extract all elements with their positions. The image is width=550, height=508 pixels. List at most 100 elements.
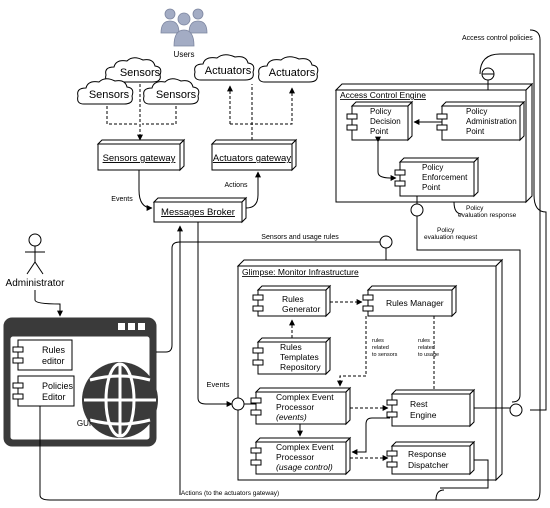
pap-line3: Point <box>466 127 485 136</box>
users-icon <box>160 8 208 47</box>
rules-generator-line2: Generator <box>282 304 320 314</box>
rules-sensors-l3: to sensors <box>372 352 398 358</box>
response-dispatcher-component: Response Dispatcher <box>386 440 476 476</box>
broker-to-cep-edge <box>197 222 233 407</box>
rules-editor-component: Rules editor <box>12 339 73 371</box>
policies-line <box>479 53 547 411</box>
rules-sensors-l2: related <box>372 345 389 351</box>
pep-line2: Enforcement <box>422 173 468 182</box>
actuators-dashed-links <box>227 84 295 140</box>
cep-events-line1: Complex Event <box>276 392 334 402</box>
sensors-usage-rules-line <box>156 241 380 353</box>
response-dispatcher-line1: Response <box>408 449 447 459</box>
cep-events-line2: Processor <box>276 402 314 412</box>
events-gui-label: Events <box>207 380 230 389</box>
rules-manager-label: Rules Manager <box>386 298 444 308</box>
actuators-left-label: Actuators <box>205 65 252 77</box>
sensors-cloud-left: Sensors <box>77 78 134 105</box>
sensors-gateway-box: Sensors gateway <box>96 138 186 172</box>
policies-editor-line1: Policies <box>42 381 74 391</box>
pap-line2: Administration <box>466 117 517 126</box>
users-label: Users <box>174 50 195 59</box>
pdp-line3: Point <box>370 127 389 136</box>
actuators-gateway-label: Actuators gateway <box>213 153 291 164</box>
actuators-cloud-right: Actuators <box>258 56 319 83</box>
actuators-cloud-left: Actuators <box>194 54 255 81</box>
rules-editor-line1: Rules <box>42 345 66 355</box>
glimpse-title: Glimpse: Monitor Infrastructure <box>242 267 359 277</box>
eval-request-socket-icon <box>410 203 424 217</box>
rules-manager-component: Rules Manager <box>362 284 458 318</box>
rules-generator-component: Rules Generator <box>252 284 332 318</box>
window-button-icon <box>118 323 125 330</box>
rules-usage-l2: related <box>418 345 435 351</box>
pap-line1: Policy <box>466 107 487 116</box>
eval-response-socket-icon <box>453 201 463 215</box>
sensors-dashed-links <box>106 84 177 141</box>
messages-broker-box: Messages Broker <box>152 196 248 224</box>
sensors-gateway-label: Sensors gateway <box>103 153 176 164</box>
events-top-label: Events <box>111 196 133 203</box>
cep-events-line3: (events) <box>276 412 307 422</box>
pdp-line1: Policy <box>370 107 391 116</box>
sensors-to-broker-edge <box>138 170 153 211</box>
templates-line3: Repository <box>280 362 321 372</box>
pep-component: Policy Enforcement Point <box>394 156 480 198</box>
pep-line1: Policy <box>422 163 443 172</box>
rest-engine-line2: Engine <box>410 410 437 420</box>
templates-line2: Templates <box>280 352 319 362</box>
policy-resp-line2: evaluation response <box>458 212 517 219</box>
sensors-usage-rules-label: Sensors and usage rules <box>261 234 339 241</box>
rest-engine-component: Rest Engine <box>386 388 476 428</box>
rest-interface-icon <box>509 403 523 417</box>
cep-usage-component: Complex Event Processor (usage control) <box>250 436 352 476</box>
policy-req-line1: Policy <box>437 227 455 234</box>
response-dispatcher-line2: Dispatcher <box>408 460 449 470</box>
pep-line3: Point <box>422 183 441 192</box>
sensors-cloud-top: Sensors <box>105 57 162 83</box>
gui-label: GUI <box>77 419 91 428</box>
access-control-policies-label: Access control policies <box>462 35 533 42</box>
policy-resp-line1: Policy <box>466 205 484 212</box>
templates-line1: Rules <box>280 342 302 352</box>
rules-usage-l1: rules <box>418 338 430 344</box>
access-control-title: Access Control Engine <box>340 90 426 100</box>
policy-req-line2: evaluation request <box>424 234 477 241</box>
pdp-port-icon <box>346 113 358 120</box>
dispatcher-line <box>440 459 489 489</box>
admin-to-gui-edge <box>34 290 63 317</box>
cep-events-component: Complex Event Processor (events) <box>250 386 352 426</box>
events-interface-icon <box>231 397 245 411</box>
rules-manager-interface-icon <box>379 235 393 249</box>
cep-usage-line3: (usage control) <box>276 462 333 472</box>
manager-to-cep-events-edge <box>337 316 367 387</box>
sensors-right-label: Sensors <box>156 89 197 101</box>
templates-repository-component: Rules Templates Repository <box>252 336 332 376</box>
actions-to-actuators-label: Actions (to the actuators gateway) <box>181 490 279 497</box>
broker-to-actuators-edge <box>245 171 261 209</box>
rest-to-cep-usage-edge <box>351 417 390 455</box>
policies-editor-component: Policies Editor <box>12 375 75 407</box>
pap-component: Policy Administration Point <box>436 100 526 142</box>
pdp-pep-edge <box>375 136 397 181</box>
cep-usage-line1: Complex Event <box>276 442 334 452</box>
administrator-label: Administrator <box>6 278 66 289</box>
policies-editor-line2: Editor <box>42 392 66 402</box>
actions-top-label: Actions <box>225 182 248 189</box>
rest-engine-line1: Rest <box>410 399 428 409</box>
actions-socket-icon <box>435 489 445 501</box>
pdp-line2: Decision <box>370 117 401 126</box>
rules-editor-line2: editor <box>42 356 65 366</box>
rules-sensors-l1: rules <box>372 338 384 344</box>
eval-request-line <box>416 216 521 403</box>
window-button-icon <box>138 323 145 330</box>
policies-editor-line <box>39 29 541 501</box>
sensors-top-label: Sensors <box>120 67 161 79</box>
globe-icon <box>82 362 158 438</box>
messages-broker-label: Messages Broker <box>161 207 235 218</box>
rules-usage-l3: to usage <box>418 352 439 358</box>
rules-generator-line1: Rules <box>282 294 304 304</box>
window-button-icon <box>128 323 135 330</box>
actuators-right-label: Actuators <box>269 67 316 79</box>
